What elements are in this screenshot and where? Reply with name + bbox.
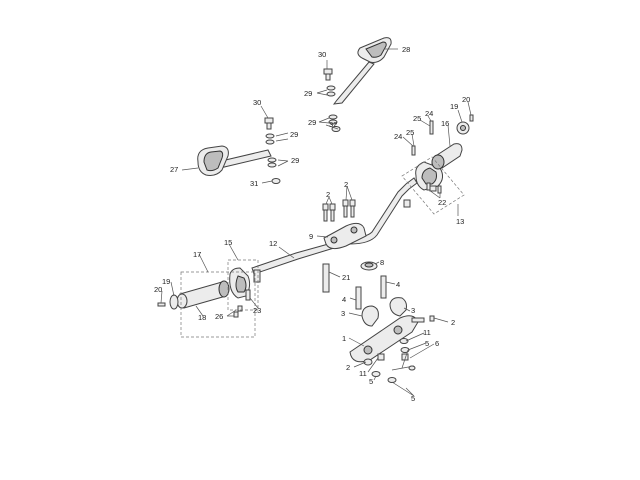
callout-label: 4 bbox=[342, 295, 346, 304]
callout-label: 5 bbox=[369, 377, 373, 386]
bar-end-weight-left bbox=[157, 294, 179, 310]
upper-clamp bbox=[323, 222, 367, 250]
washers-29-upper bbox=[326, 85, 336, 97]
callout-label: 20 bbox=[462, 95, 470, 104]
bar-end-weight-right bbox=[456, 114, 474, 135]
callout-label: 2 bbox=[451, 318, 455, 327]
callout-label: 15 bbox=[224, 238, 232, 247]
callout-label: 30 bbox=[318, 50, 326, 59]
pin-21 bbox=[322, 263, 330, 293]
callout-label: 9 bbox=[309, 232, 313, 241]
bolt-30-upper bbox=[323, 68, 333, 81]
callout-label: 5 bbox=[411, 394, 415, 403]
callout-label: 32 bbox=[329, 120, 337, 129]
bolt-30-lower bbox=[264, 117, 274, 130]
callout-label: 29 bbox=[290, 130, 298, 139]
callout-label: 26 bbox=[215, 312, 223, 321]
riser-bolts-4 bbox=[355, 275, 387, 310]
callout-label: 13 bbox=[456, 217, 464, 226]
callout-label: 8 bbox=[380, 258, 384, 267]
callout-label: 20 bbox=[154, 285, 162, 294]
callout-label: 2 bbox=[344, 180, 348, 189]
callout-label: 2 bbox=[326, 190, 330, 199]
callout-label: 24 bbox=[394, 132, 402, 141]
callout-label: 28 bbox=[402, 45, 410, 54]
callout-label: 29 bbox=[308, 118, 316, 127]
handlebar bbox=[251, 177, 418, 275]
washers-29-left bbox=[265, 133, 281, 184]
callout-labels: 30 28 29 30 29 29 32 27 29 31 24 25 19 2… bbox=[154, 45, 470, 403]
assembly-box-13 bbox=[401, 156, 465, 215]
callout-label: 30 bbox=[253, 98, 261, 107]
risers-3 bbox=[361, 297, 407, 327]
right-screws bbox=[403, 120, 442, 208]
top-yoke bbox=[349, 315, 435, 363]
callout-label: 25 bbox=[406, 128, 414, 137]
callout-label: 11 bbox=[359, 369, 367, 378]
callout-label: 25 bbox=[413, 114, 421, 123]
callout-label: 3 bbox=[411, 306, 415, 315]
callout-label: 27 bbox=[170, 165, 178, 174]
callout-label: 29 bbox=[291, 156, 299, 165]
callout-label: 17 bbox=[193, 250, 201, 259]
callout-label: 21 bbox=[342, 273, 350, 282]
assembly-box-15 bbox=[227, 259, 259, 311]
callout-label: 19 bbox=[162, 277, 170, 286]
callout-label: 16 bbox=[441, 119, 449, 128]
callout-label: 3 bbox=[341, 309, 345, 318]
callout-label: 18 bbox=[198, 313, 206, 322]
spacer-8 bbox=[360, 261, 378, 271]
callout-label: 22 bbox=[438, 198, 446, 207]
callout-label: 19 bbox=[450, 102, 458, 111]
right-mirror bbox=[332, 37, 392, 105]
callout-label: 4 bbox=[396, 280, 400, 289]
left-mirror bbox=[197, 145, 272, 176]
yoke-fasteners bbox=[363, 338, 416, 383]
right-grip bbox=[431, 143, 463, 170]
clamp-bolts-2 bbox=[322, 199, 356, 222]
callout-label: 23 bbox=[253, 306, 261, 315]
left-switch-housing bbox=[229, 267, 261, 318]
callout-label: 31 bbox=[250, 179, 258, 188]
callout-label: 24 bbox=[425, 109, 433, 118]
left-grip bbox=[176, 280, 230, 309]
callout-label: 6 bbox=[435, 339, 439, 348]
callout-label: 11 bbox=[423, 328, 431, 337]
callout-label: 12 bbox=[269, 239, 277, 248]
callout-label: 2 bbox=[346, 363, 350, 372]
leader-lines bbox=[160, 48, 472, 397]
callout-label: 1 bbox=[342, 334, 346, 343]
callout-label: 5 bbox=[425, 339, 429, 348]
callout-label: 29 bbox=[304, 89, 312, 98]
